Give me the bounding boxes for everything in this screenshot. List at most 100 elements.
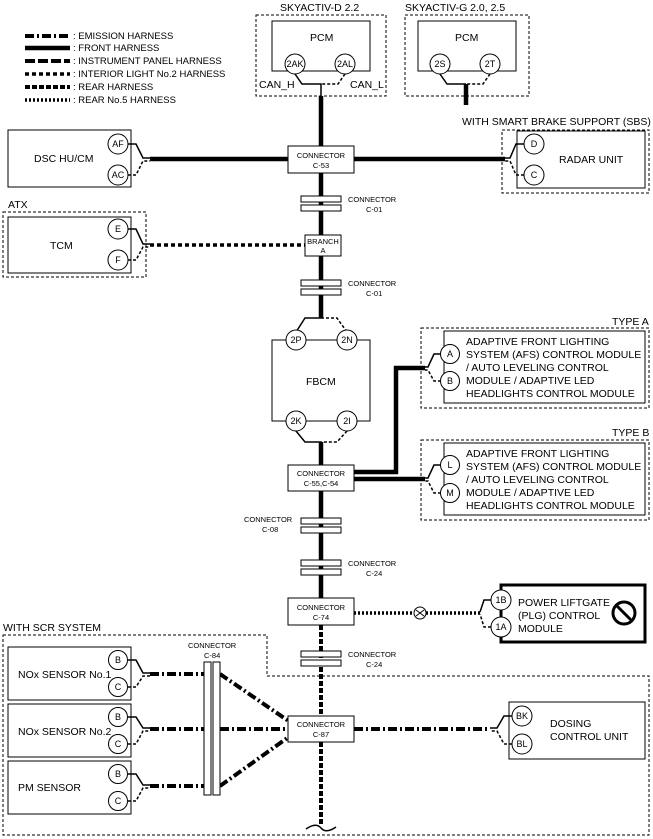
legend-label-instrument: : INSTRUMENT PANEL HARNESS [73, 56, 222, 67]
nox1-pin-c [108, 677, 128, 697]
pm-pin-c [108, 791, 128, 811]
connector-c55-code: C-55,C-54 [304, 479, 339, 488]
nox2-name: NOx SENSOR No.2 [18, 726, 112, 738]
fbcm-pin-2p [285, 329, 307, 351]
wire-tcm-f [128, 246, 150, 261]
pcm-d-pin-2ak [284, 53, 306, 75]
afs-a-line-2: SYSTEM (AFS) CONTROL MODULE [466, 349, 641, 361]
afs-a-pin-b-label: B [447, 376, 453, 386]
dsc-pin-ac-label: AC [112, 170, 125, 180]
branch-a-code: A [320, 246, 325, 255]
dosing-line-2: CONTROL UNIT [550, 731, 629, 743]
wire-pm-b [128, 773, 150, 786]
tcm-group: ATX TCM E F [2, 199, 305, 278]
afs-type-b-group: TYPE B ADAPTIVE FRONT LIGHTING SYSTEM (A… [354, 427, 650, 521]
connector-c24-upper-code: C-24 [366, 569, 382, 578]
afs-a-line-4: MODULE / ADAPTIVE LED [466, 375, 595, 387]
plg-pin-1a [490, 616, 512, 638]
pcm-g-pin-2s [429, 53, 451, 75]
afs-a-line-3: / AUTO LEVELING CONTROL [466, 362, 609, 374]
radar-group: WITH SMART BRAKE SUPPORT (SBS) RADAR UNI… [354, 116, 651, 194]
plg-pin-1a-label: 1A [495, 622, 506, 632]
afs-a-pin-a [440, 344, 460, 364]
pcm-g-pin-2t-label: 2T [485, 59, 496, 69]
wire-afs-a-pin-b [425, 369, 441, 382]
connector-c87-code: C-87 [313, 730, 329, 739]
nox2-pin-c [108, 734, 128, 754]
wire-pm-c [128, 787, 150, 802]
legend-label-front: : FRONT HARNESS [73, 43, 159, 54]
connector-c55-box [287, 464, 355, 492]
connector-c08-bottom [300, 526, 342, 534]
connector-c55: CONNECTOR C-55,C-54 [287, 464, 355, 492]
afs-type-a-group: TYPE A ADAPTIVE FRONT LIGHTING SYSTEM (A… [354, 316, 650, 475]
dsc-pin-af [107, 133, 129, 155]
afs-a-pin-a-label: A [447, 349, 453, 359]
afs-b-module [443, 442, 646, 516]
afs-a-line-5: HEADLIGHTS CONTROL MODULE [466, 388, 635, 400]
connector-c01-upper-top [300, 195, 342, 203]
plg-pin-1b-label: 1B [495, 595, 506, 605]
connector-c53-box [287, 145, 355, 174]
wire-plg-1b [479, 599, 491, 613]
connector-c84-left [203, 661, 212, 796]
plg-line-3: MODULE [518, 623, 563, 635]
skyactiv-d-group: SKYACTIV-D 2.2 PCM 2AK 2AL CAN_H CAN_L [255, 2, 387, 97]
pcm-d-pin-2al-label: 2AL [337, 59, 353, 69]
wire-afs-b-pin-l [425, 464, 441, 479]
dosing-pin-bl-label: BL [516, 739, 527, 749]
connector-c01-lower-code: C-01 [366, 289, 382, 298]
branch-a-title: BRANCH [307, 237, 339, 246]
afs-a-pin-b [440, 371, 460, 391]
dsc-pin-ac [107, 164, 129, 186]
dosing-module [508, 701, 646, 760]
wire-pcm-d-canl [321, 73, 346, 85]
connector-c87-box [287, 715, 355, 743]
wire-c55-to-afs-a [354, 365, 425, 475]
fbcm-group: FBCM 2P 2N 2K 2I [271, 317, 371, 443]
prohibited-icon-slash [615, 604, 633, 622]
sbs-label: WITH SMART BRAKE SUPPORT (SBS) [462, 116, 651, 128]
dsc-pin-af-label: AF [112, 139, 124, 149]
fbcm-pin-2n [336, 329, 358, 351]
legend-label-emission: : EMISSION HARNESS [73, 31, 173, 42]
fbcm-pin-2i-label: 2I [343, 416, 351, 426]
connector-c74-box [287, 597, 355, 626]
connector-c01-upper-title: CONNECTOR [348, 195, 397, 204]
pm-pin-b [108, 764, 128, 784]
tcm-pin-f-label: F [115, 255, 121, 265]
pcm-g-name: PCM [455, 32, 478, 44]
wire-break-mark [305, 824, 337, 832]
wire-fbcm-2p [295, 317, 321, 333]
wire-dsc-ac [128, 160, 150, 176]
wire-afs-a-pin-a [425, 353, 441, 368]
tcm-name: TCM [50, 240, 73, 252]
connector-c24-upper-title: CONNECTOR [348, 559, 397, 568]
afs-b-pin-m-label: M [446, 488, 454, 498]
fbcm-name: FBCM [306, 376, 336, 388]
radar-pin-c [523, 164, 545, 186]
connector-c84-code: C-84 [204, 651, 220, 660]
plg-pin-1b [490, 589, 512, 611]
connector-c01-upper-bottom [300, 204, 342, 212]
pcm-g-pin-2t [479, 53, 501, 75]
branch-a-box [304, 234, 342, 257]
pm-name: PM SENSOR [18, 782, 81, 794]
type-a-label: TYPE A [612, 316, 649, 328]
tcm-pin-f [107, 249, 129, 271]
afs-b-pin-m [440, 483, 460, 503]
wire-dosing-bk [490, 715, 512, 729]
fbcm-pin-2k [285, 410, 307, 432]
connector-c01-lower-title: CONNECTOR [348, 279, 397, 288]
type-b-label: TYPE B [612, 427, 649, 439]
afs-b-line-3: / AUTO LEVELING CONTROL [466, 474, 609, 486]
pcm-d-pin-2al [334, 53, 356, 75]
dosing-pin-bk [511, 705, 533, 727]
dosing-pin-bl [511, 733, 533, 755]
connector-c87-title: CONNECTOR [297, 720, 346, 729]
pcm-g-pin-2s-label: 2S [434, 59, 445, 69]
fbcm-module [271, 339, 371, 422]
skyactiv-d-label: SKYACTIV-D 2.2 [280, 2, 359, 14]
connector-c53-title: CONNECTOR [297, 151, 346, 160]
